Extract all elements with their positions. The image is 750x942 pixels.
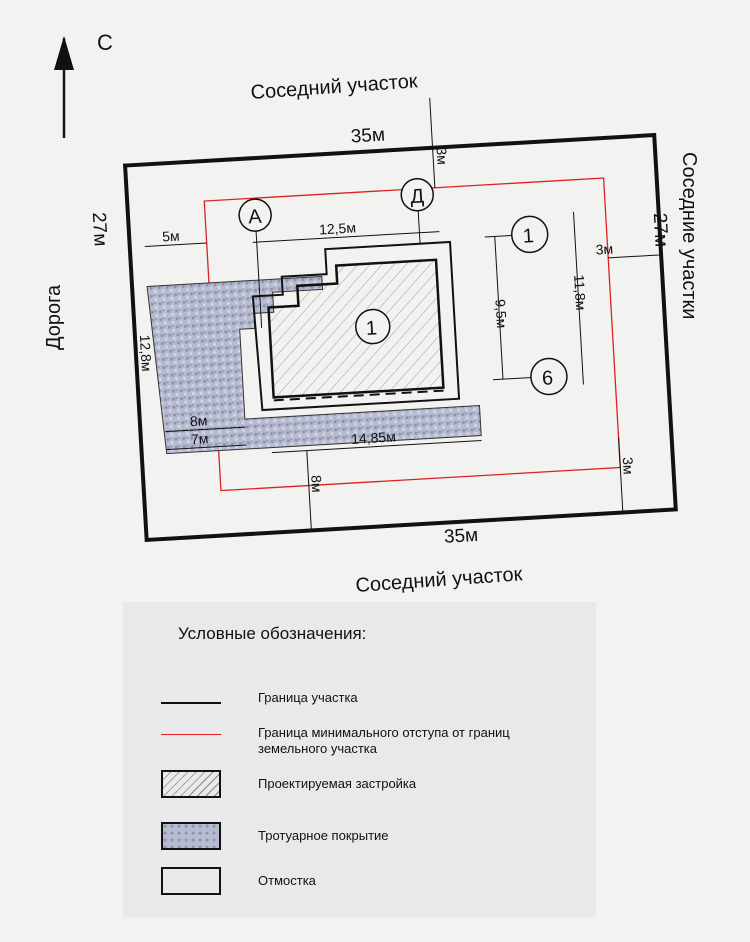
- paving-7-label: 7м: [190, 430, 208, 447]
- axis-1-label: 1: [522, 225, 534, 248]
- axis-d-label: Д: [410, 185, 425, 208]
- legend-label-blind-area: Отмостка: [258, 873, 316, 888]
- bottom-width-label: 35м: [443, 525, 478, 548]
- hatched-box-icon: [161, 770, 221, 798]
- overall-width-label: 14,85м: [351, 428, 397, 447]
- legend-title: Условные обозначения:: [178, 624, 367, 643]
- legend-item-setback: Граница минимального отступа от границ з…: [161, 720, 578, 757]
- axis-1-bubble: [510, 215, 549, 254]
- legend-label-setback: Граница минимального отступа от границ з…: [258, 725, 510, 756]
- dashed-line: [273, 389, 444, 402]
- axis-6-bubble: [530, 357, 568, 396]
- neighbor-right-label: Соседние участки: [678, 152, 700, 319]
- paving-8-label: 8м: [189, 412, 207, 429]
- axis-d-bubble: [400, 178, 434, 212]
- building-number-bubble: [355, 308, 391, 345]
- left-setback-label: 5м: [162, 228, 180, 245]
- paving-height-label: 12,8м: [137, 334, 155, 372]
- left-height-label: 27м: [88, 212, 111, 247]
- neighbor-bottom-label: Соседний участок: [355, 563, 524, 597]
- legend-item-paving: Тротуарное покрытие: [161, 822, 389, 850]
- building-number: 1: [365, 317, 377, 340]
- site-plan: С: [43, 30, 700, 597]
- neighbor-top-label: Соседний участок: [250, 70, 419, 104]
- legend-label-paving: Тротуарное покрытие: [258, 828, 389, 843]
- top-setback-label: 3м: [434, 147, 451, 165]
- empty-box-icon: [161, 867, 221, 895]
- legend: Условные обозначения: Граница участка Гр…: [123, 602, 596, 917]
- building-height-inner-label: 9,5м: [492, 299, 510, 329]
- legend-item-boundary: Граница участка: [161, 688, 358, 716]
- legend-label-boundary: Граница участка: [258, 690, 358, 705]
- right-setback-label: 3м: [595, 241, 613, 258]
- right-height-label: 27м: [649, 212, 672, 247]
- top-width-label: 35м: [350, 125, 385, 148]
- legend-item-blind-area: Отмостка: [161, 867, 316, 895]
- north-label: С: [97, 30, 113, 55]
- legend-item-building: Проектируемая застройка: [161, 770, 416, 798]
- legend-label-building: Проектируемая застройка: [258, 776, 417, 791]
- bottom-setback-label: 3м: [620, 457, 637, 475]
- black-line-icon: [161, 688, 221, 716]
- axis-a-label: А: [248, 206, 263, 229]
- blind-area-outline: [251, 240, 461, 412]
- dimension-lines: [131, 97, 662, 531]
- axis-6-label: 6: [541, 367, 553, 390]
- road-label: Дорога: [43, 284, 65, 350]
- paving-box-icon: [161, 822, 221, 850]
- red-line-icon: [161, 720, 221, 748]
- building-width-label: 12,5м: [319, 219, 357, 237]
- bottom-offset-label: 8м: [308, 475, 325, 493]
- axis-a-bubble: [238, 198, 272, 232]
- building-height-outer-label: 11,8м: [571, 274, 589, 311]
- north-arrow-icon: [54, 36, 74, 138]
